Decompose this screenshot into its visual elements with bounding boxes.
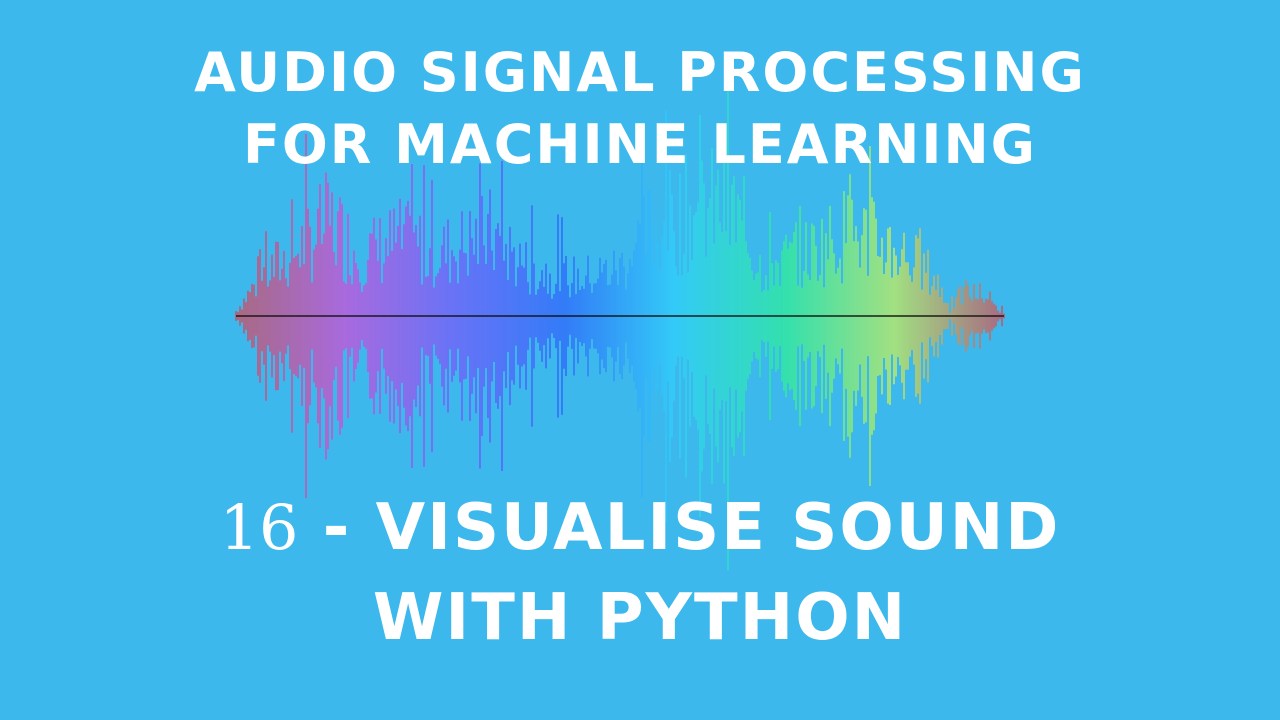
subtitle-line-1: 16 - VISUALISE SOUND xyxy=(0,488,1280,568)
title-line-2: FOR MACHINE LEARNING xyxy=(243,113,1037,176)
subtitle-line-2: WITH PYTHON xyxy=(372,581,908,655)
title-line-1: AUDIO SIGNAL PROCESSING xyxy=(194,41,1086,104)
episode-number: 16 xyxy=(219,491,299,564)
subtitle-line-1-text: - VISUALISE SOUND xyxy=(298,491,1061,565)
